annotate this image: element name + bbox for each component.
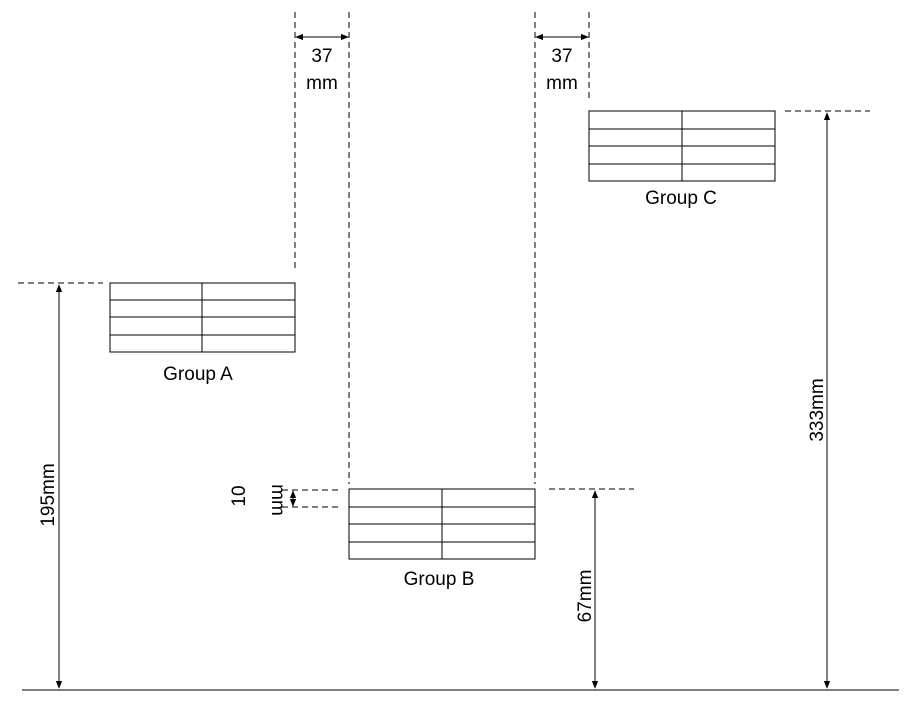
- dim-top-left-value: 37: [311, 46, 332, 67]
- group-c-table: [588, 110, 776, 182]
- dim-height-b-label: 67mm: [575, 570, 596, 623]
- group-a-label: Group A: [163, 364, 233, 385]
- group-a-table: [109, 282, 296, 353]
- dim-small-value: 10: [229, 485, 250, 506]
- dim-top-left-unit: mm: [306, 73, 338, 94]
- group-c-label: Group C: [645, 188, 717, 209]
- dim-top-right-unit: mm: [546, 73, 578, 94]
- group-b-table: [348, 488, 536, 560]
- dim-small-unit: mm: [267, 484, 288, 516]
- group-b-label: Group B: [404, 569, 475, 590]
- dim-height-c-label: 333mm: [807, 378, 828, 441]
- dim-height-a-label: 195mm: [38, 463, 59, 526]
- dim-top-right-value: 37: [551, 46, 572, 67]
